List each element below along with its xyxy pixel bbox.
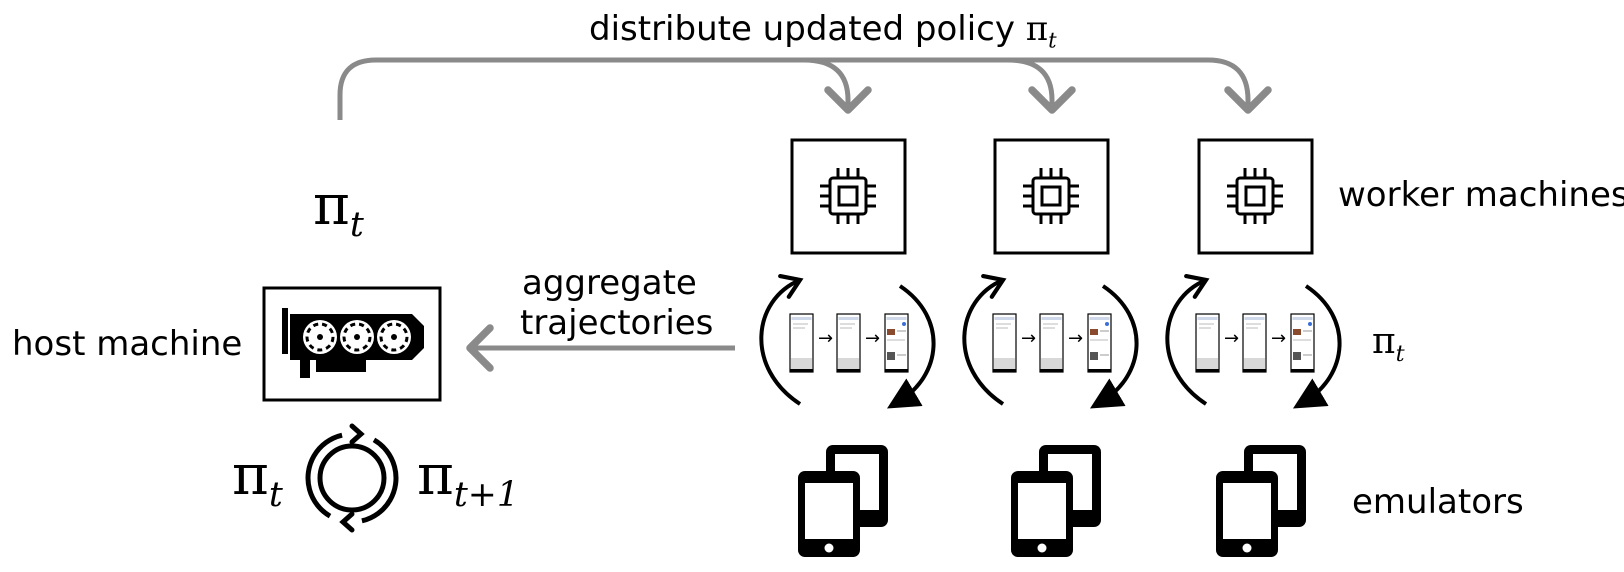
rollout-loop-2: → → (962, 274, 1139, 409)
devices-icon (798, 445, 888, 557)
rollout-loop-3: → → (1165, 274, 1342, 409)
pi-t-workers: πt (1372, 321, 1405, 367)
gpu-card-icon (282, 308, 424, 378)
distribute-policy-arrow (337, 57, 1272, 120)
aggregate-label-line1: aggregate (522, 263, 697, 303)
phone-screenshot-icon (836, 313, 861, 373)
refresh-cycle-icon (305, 423, 399, 533)
phone-screenshot-icon (884, 313, 909, 373)
phone-screenshot-icon (1242, 313, 1267, 373)
host-machine-box (262, 286, 442, 402)
pi-t-cycle: πt (232, 443, 283, 516)
svg-text:→: → (865, 328, 880, 349)
aggregate-label-line2: trajectories (520, 303, 714, 343)
worker-machine-1 (790, 138, 907, 255)
pi-t-host-top: πt (313, 173, 364, 246)
phone-screenshot-icon (789, 313, 814, 373)
worker-machines-label: worker machines (1338, 175, 1624, 215)
svg-text:→: → (1271, 328, 1286, 349)
distribute-label: distribute updated policy πt (589, 9, 1057, 53)
rollout-loop-1: → → (759, 274, 936, 409)
pi-t-top: πt (1025, 9, 1057, 53)
phone-screenshot-icon (992, 313, 1017, 373)
devices-icon (1216, 445, 1306, 557)
worker-machine-2 (993, 138, 1110, 255)
phone-screenshot-icon (1290, 313, 1315, 373)
svg-text:→: → (1224, 328, 1239, 349)
emulators-label: emulators (1352, 482, 1524, 522)
svg-text:→: → (1021, 328, 1036, 349)
svg-text:→: → (818, 328, 833, 349)
svg-text:→: → (1068, 328, 1083, 349)
devices-icon (1011, 445, 1101, 557)
phone-screenshot-icon (1039, 313, 1064, 373)
phone-screenshot-icon (1195, 313, 1220, 373)
pi-t-plus-1: πt+1 (417, 443, 519, 516)
phone-screenshot-icon (1087, 313, 1112, 373)
worker-machine-3 (1197, 138, 1314, 255)
host-machine-label: host machine (12, 324, 243, 364)
